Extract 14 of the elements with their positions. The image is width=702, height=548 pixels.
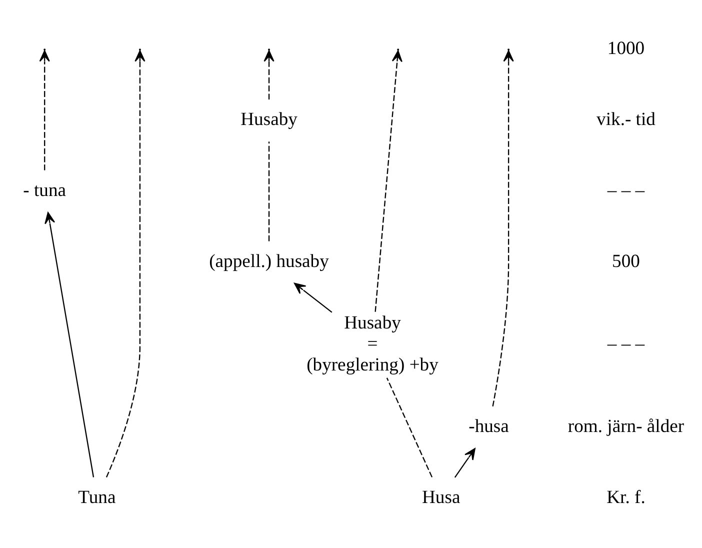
node-text: Husaby — [240, 108, 298, 130]
node-text: Husa — [422, 486, 460, 508]
label: vik.- tid — [596, 108, 656, 130]
label: Kr. f. — [606, 486, 646, 508]
node-text: (appell.) husaby — [209, 250, 329, 272]
node-text: Husaby = (byreglering) +by — [306, 312, 438, 376]
node-text: Tuna — [78, 486, 116, 508]
label: – – – — [607, 180, 645, 201]
label: 1000 — [607, 38, 645, 59]
label: – – – — [607, 333, 645, 354]
node-text: -husa — [468, 416, 509, 437]
label: rom. järn- ålder — [568, 416, 684, 437]
node-text: - tuna — [23, 180, 66, 201]
label: 500 — [612, 250, 640, 272]
